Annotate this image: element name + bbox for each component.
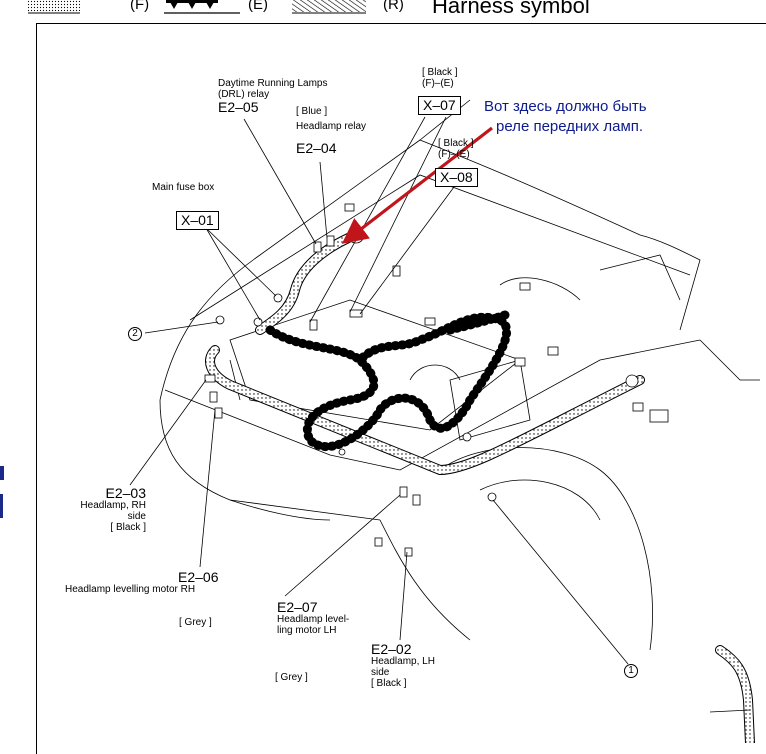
annotation-line-2: реле передних ламп. — [496, 118, 644, 135]
drl-relay-code: E2–05 — [218, 99, 259, 115]
page-edge-mark — [0, 466, 4, 480]
hatched-harness-symbol — [292, 0, 366, 14]
headlamp-relay-color: [ Blue ] — [296, 106, 328, 117]
headlamp-lh-color: [ Black ] — [371, 678, 407, 689]
annotation-note: Вот здесь должно быть реле передних ламп… — [484, 97, 647, 137]
headlamp-relay-code: E2–04 — [296, 140, 337, 156]
headlamp-rh-desc2: side — [127, 511, 146, 522]
levelling-rh-color: [ Grey ] — [179, 617, 212, 628]
x08-harness: (F)–(E) — [438, 149, 470, 160]
diamond-harness-symbol — [164, 0, 240, 14]
headlamp-lh-desc2: side — [371, 667, 390, 678]
drl-relay-desc: Daytime Running Lamps — [218, 78, 328, 89]
levelling-lh-label: E2–07 Headlamp level- ling motor LH — [277, 600, 349, 636]
legend-label-e: (E) — [248, 0, 268, 13]
drl-relay-desc2: (DRL) relay — [218, 89, 270, 100]
headlamp-rh-label: E2–03 Headlamp, RH side [ Black ] — [68, 486, 146, 533]
levelling-lh-color: [ Grey ] — [275, 672, 308, 683]
main-fuse-box-code: X–01 — [176, 211, 219, 230]
x07-label: [ Black ] (F)–(E) — [422, 67, 458, 89]
headlamp-relay-label: [ Blue ] Headlamp relay E2–04 — [296, 106, 366, 155]
dotted-harness-symbol — [28, 0, 80, 14]
x08-color: [ Black ] — [438, 138, 474, 149]
drl-relay-label: Daytime Running Lamps (DRL) relay E2–05 — [218, 78, 328, 114]
front-harness — [205, 230, 755, 743]
headlamp-relay-desc: Headlamp relay — [296, 121, 367, 132]
headlamp-lh-label: E2–02 Headlamp, LH side [ Black ] — [371, 642, 435, 689]
page-edge-mark — [0, 494, 3, 518]
levelling-lh-desc: Headlamp level- — [277, 614, 350, 625]
headlamp-rh-color: [ Black ] — [110, 522, 146, 533]
annotation-line-1: Вот здесь должно быть — [484, 98, 647, 115]
levelling-lh-desc2: ling motor LH — [277, 625, 337, 636]
legend-label-f: (F) — [130, 0, 150, 13]
diagram-frame — [36, 23, 766, 754]
x08-code: X–08 — [435, 168, 478, 187]
x07-code: X–07 — [418, 96, 461, 115]
leader-lines — [129, 116, 751, 713]
x07-color: [ Black ] — [422, 67, 458, 78]
levelling-lh-code: E2–07 — [277, 599, 318, 615]
legend-title: Harness symbol — [432, 0, 590, 18]
headlamp-lh-code: E2–02 — [371, 641, 412, 657]
annotation-arrow — [341, 126, 493, 244]
connectors — [204, 203, 669, 557]
headlamp-lh-desc: Headlamp, LH — [371, 656, 435, 667]
ground-point-2: 2 — [128, 327, 142, 341]
x07-harness: (F)–(E) — [422, 78, 454, 89]
legend-label-r: (R) — [383, 0, 404, 13]
legend-symbols — [28, 0, 366, 14]
headlamp-rh-desc: Headlamp, RH — [80, 500, 146, 511]
engine-harness — [265, 310, 511, 451]
levelling-rh-code: E2–06 — [178, 569, 219, 585]
x08-label: [ Black ] (F)–(E) — [438, 138, 474, 160]
levelling-rh-desc: Headlamp levelling motor RH — [65, 584, 196, 595]
main-fuse-box-desc: Main fuse box — [152, 182, 215, 193]
ground-point-1: 1 — [624, 664, 638, 678]
headlamp-rh-code: E2–03 — [105, 485, 146, 501]
